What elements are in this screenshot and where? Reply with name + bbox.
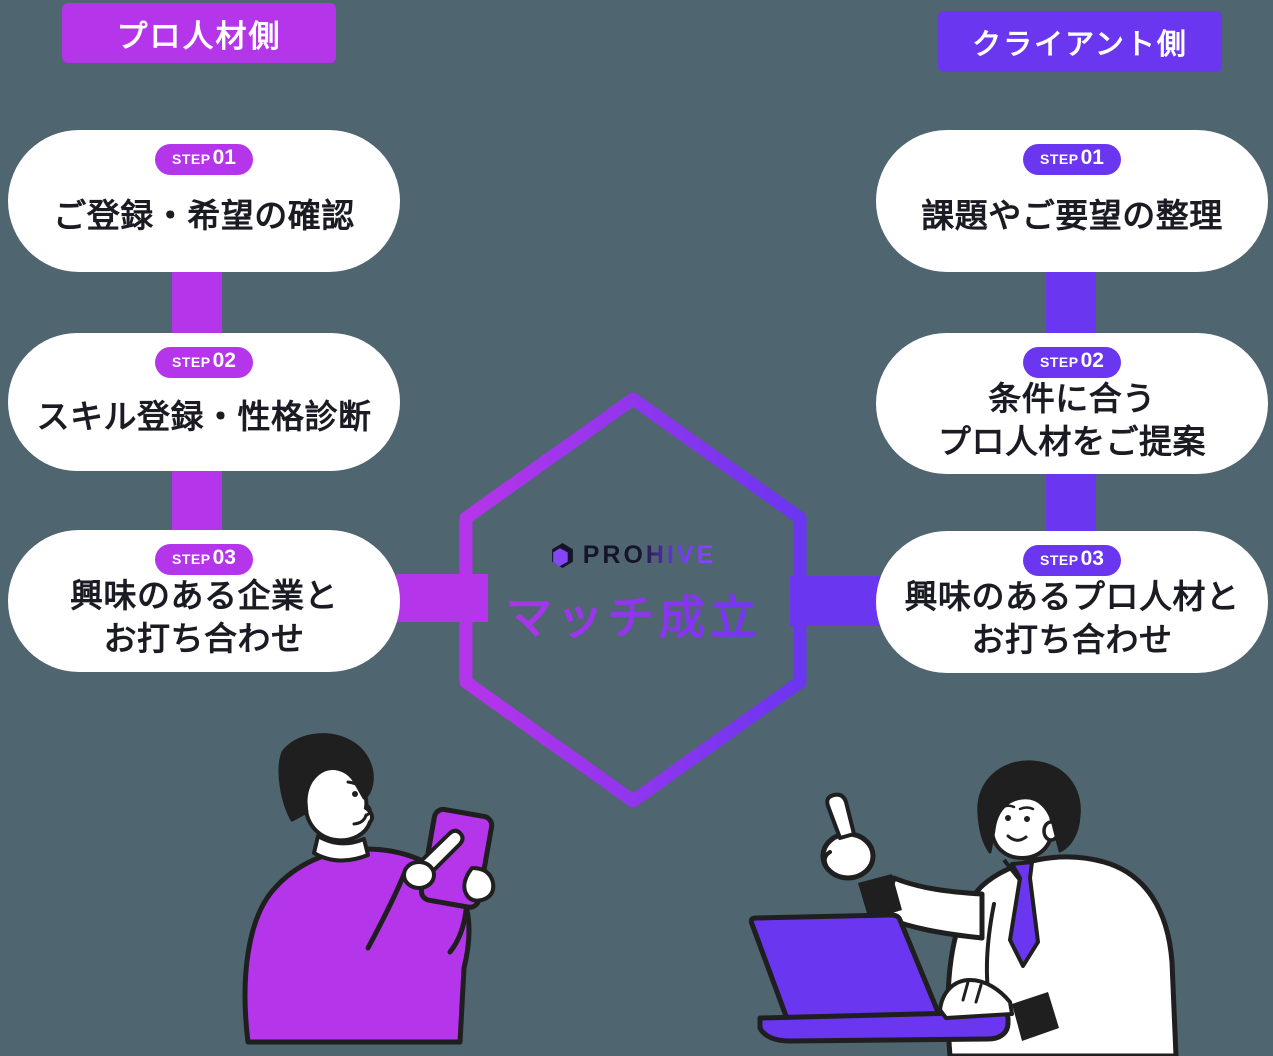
step-text: 課題やご要望の整理 — [921, 197, 1223, 235]
match-established-label: マッチ成立 — [466, 579, 800, 648]
person-with-smartphone-illustration — [242, 733, 496, 1045]
pro-step-2-card: STEP 02 スキル登録・性格診断 — [8, 333, 400, 471]
match-center: PROHIVE マッチ成立 — [466, 541, 800, 648]
step-text: ご登録・希望の確認 — [53, 197, 355, 235]
step-badge: STEP 03 — [155, 544, 253, 575]
person-with-laptop-illustration — [748, 760, 1179, 1056]
hexagon-logo-icon — [551, 543, 573, 568]
necktie — [1008, 860, 1040, 968]
connector-pro-step2-3 — [172, 463, 222, 537]
step-badge: STEP 03 — [1023, 545, 1121, 576]
prohive-logo: PROHIVE — [466, 541, 800, 570]
client-side-header: クライアント側 — [938, 11, 1222, 72]
connector-pro-step1-2 — [172, 266, 222, 340]
client-step-2-card: STEP 02 条件に合う プロ人材をご提案 — [876, 333, 1268, 474]
connector-pro-to-match — [396, 574, 488, 622]
match-hexagon — [459, 392, 807, 808]
step-text: 興味のある企業と お打ち合わせ — [70, 577, 338, 657]
step-text: スキル登録・性格診断 — [36, 398, 372, 436]
connector-client-step1-2 — [1046, 266, 1096, 340]
client-step-1-card: STEP 01 課題やご要望の整理 — [876, 130, 1268, 272]
step-badge: STEP 02 — [1023, 347, 1121, 378]
step-text: 条件に合う プロ人材をご提案 — [938, 380, 1206, 460]
step-text: 興味のあるプロ人材と お打ち合わせ — [904, 578, 1240, 658]
client-step-3-card: STEP 03 興味のあるプロ人材と お打ち合わせ — [876, 531, 1268, 673]
pro-step-1-card: STEP 01 ご登録・希望の確認 — [8, 130, 400, 272]
pro-side-header: プロ人材側 — [62, 3, 336, 63]
connector-client-step2-3 — [1046, 467, 1096, 539]
prohive-logo-text: PROHIVE — [582, 541, 717, 569]
step-badge: STEP 01 — [1023, 144, 1121, 175]
pro-step-3-card: STEP 03 興味のある企業と お打ち合わせ — [8, 530, 400, 672]
step-badge: STEP 01 — [155, 144, 253, 175]
step-badge: STEP 02 — [155, 347, 253, 378]
